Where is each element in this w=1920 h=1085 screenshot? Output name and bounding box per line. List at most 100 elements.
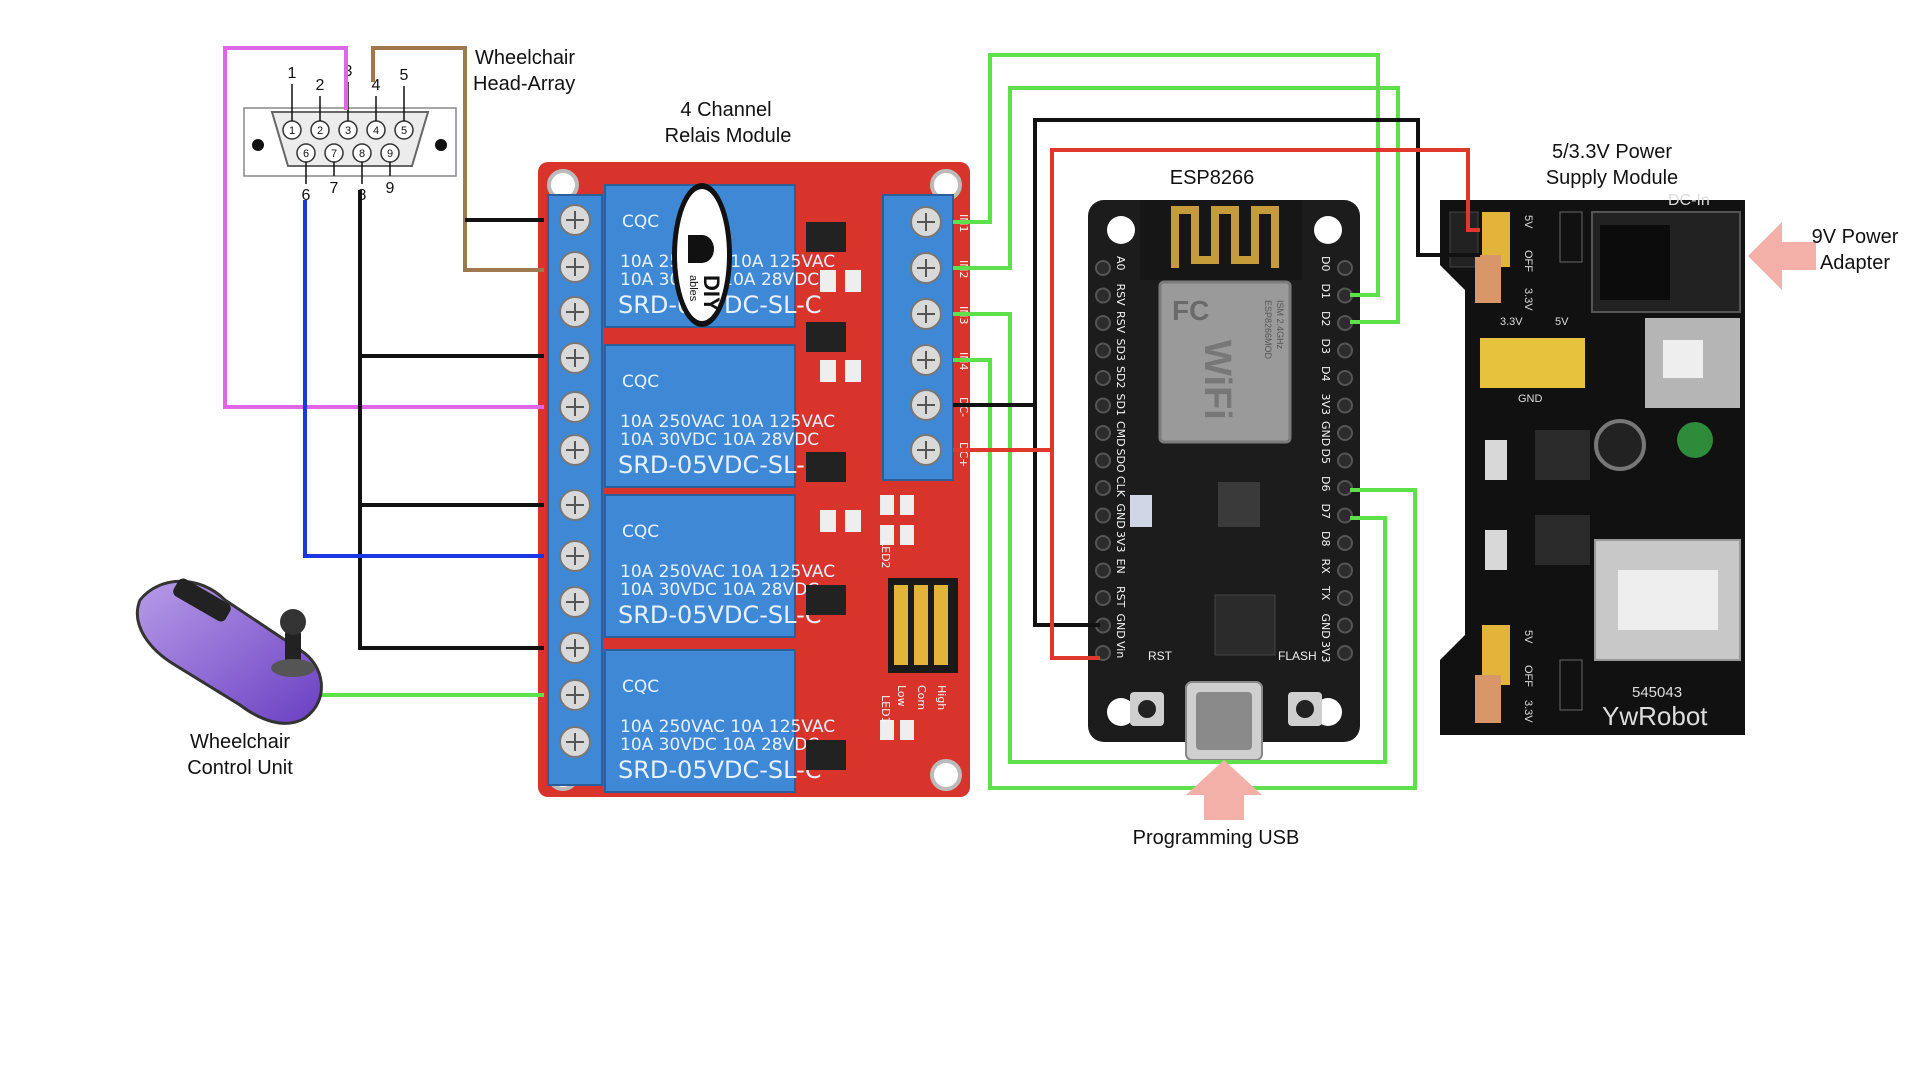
input-terminal-block — [882, 194, 954, 481]
input-screw-terminal — [910, 298, 942, 330]
esp-left-pin-label: Vin — [1114, 641, 1127, 658]
relay-module-label-line2: Relais Module — [665, 125, 792, 147]
relay-rating-1: 10A 250VAC 10A 125VAC — [620, 717, 835, 737]
esp-left-pin-label: GND — [1114, 614, 1127, 639]
relay-rating-2: 10A 30VDC 10A 28VDC — [620, 580, 819, 600]
esp-left-pin — [1095, 425, 1111, 441]
relay-rating-1: 10A 250VAC 10A 125VAC — [620, 412, 835, 432]
joystick-knob[interactable] — [280, 609, 306, 635]
relay-module-label-line1: 4 Channel — [680, 99, 771, 121]
esp-right-pin-label: 3V3 — [1319, 394, 1332, 416]
mount-hole — [1107, 698, 1135, 726]
esp-right-pin — [1337, 507, 1353, 524]
mount-hole — [1314, 216, 1342, 244]
esp-right-pin — [1337, 260, 1353, 276]
screw-terminal — [559, 342, 591, 374]
esp-left-pin — [1095, 315, 1111, 331]
db9-pin-label: 2 — [316, 77, 325, 94]
diyables-logo: DIY ables — [672, 183, 732, 327]
power-led — [1677, 422, 1713, 458]
db9-pin-inner-label: 9 — [387, 148, 393, 160]
module-ism-text: ISM 2.4GHz — [1275, 300, 1285, 350]
board-code: 545043 — [1632, 684, 1682, 701]
esp-right-pin-label: D4 — [1319, 366, 1332, 381]
rail-5v-label-bottom: 5V — [1522, 630, 1534, 644]
relay-cert: CQC — [622, 522, 659, 542]
esp-right-pin-label: D5 — [1319, 449, 1332, 464]
relay-rating-2: 10A 30VDC 10A 28VDC — [620, 430, 819, 450]
esp-right-pin — [1337, 370, 1353, 386]
jumper-bottom[interactable] — [1475, 675, 1501, 723]
esp-left-pin-label: SD3 — [1114, 339, 1127, 361]
db9-pin-inner-label: 5 — [401, 125, 407, 137]
esp-left-pin-label: RSV — [1114, 284, 1127, 307]
esp-left-pin-label: SD2 — [1114, 366, 1127, 388]
esp-right-pin — [1337, 562, 1353, 579]
esp-right-pin-label: RX — [1319, 559, 1332, 575]
joystick-shaft[interactable] — [285, 630, 301, 666]
usb-label: Programming USB — [1133, 827, 1300, 849]
esp-right-pin-label: D1 — [1319, 284, 1332, 299]
power-supply-module: DC-In 5V OFF 3.3V 3.3V 5V GND 5V OFF 3.3… — [1440, 192, 1745, 735]
esp-right-pin-label: GND — [1319, 614, 1332, 639]
esp-left-pin-label: RST — [1114, 586, 1127, 608]
wifi-logo: WiFi — [1196, 340, 1238, 420]
screw-terminal — [559, 434, 591, 466]
rail-5v-label: 5V — [1522, 215, 1534, 229]
input-screw-terminal — [910, 252, 942, 284]
power-adapter-label-line2: Adapter — [1820, 252, 1890, 274]
esp-left-pin-label: 3V3 — [1114, 531, 1127, 553]
esp-left-pin — [1095, 562, 1111, 579]
wire-green-in2 — [953, 86, 1400, 324]
screw-terminal — [559, 251, 591, 283]
input-pin-label: DC+ — [957, 442, 970, 467]
esp-module-shield — [1158, 280, 1292, 444]
wire-blue — [303, 200, 544, 558]
jumper-top[interactable] — [1475, 255, 1501, 303]
input-screw-terminal — [910, 206, 942, 238]
mount-hole — [1107, 216, 1135, 244]
head-array-label-line2: Head-Array — [473, 73, 575, 95]
esp-right-pin — [1337, 617, 1353, 634]
esp-left-pin-label: GND — [1114, 504, 1127, 529]
led-label: LED2 — [879, 540, 892, 569]
esp-right-pin-label: D2 — [1319, 311, 1332, 326]
esp-left-pin-label: CMD — [1114, 421, 1127, 447]
control-unit-label-line1: Wheelchair — [190, 731, 290, 753]
db9-pin-label: 6 — [302, 187, 311, 204]
esp-right-pin-label: D8 — [1319, 531, 1332, 546]
relay-model: SRD-05VDC-SL-C — [618, 451, 822, 479]
esp-left-pin-label: RSV — [1114, 311, 1127, 334]
jumper-label-com: Com — [915, 685, 928, 710]
db9-pin-label: 1 — [288, 65, 297, 82]
esp-left-pin — [1095, 370, 1111, 386]
esp-right-pin-label: D7 — [1319, 504, 1332, 519]
input-pin-label: DC- — [957, 397, 970, 417]
db9-pin-inner-label: 6 — [303, 148, 309, 160]
screw-terminal — [559, 391, 591, 423]
rail-off-label-bottom: OFF — [1522, 665, 1534, 687]
esp-left-pin — [1095, 535, 1111, 551]
esp-left-pin — [1095, 342, 1111, 359]
logo-ables-text: ables — [687, 275, 699, 302]
esp-right-pin-label: D6 — [1319, 476, 1332, 491]
wire-black-gnd — [1033, 118, 1480, 405]
power-adapter-arrow — [1748, 222, 1816, 290]
esp8266-board: WiFi FC ESP8266MOD ISM 2.4GHz A0RSVRSVSD… — [1088, 200, 1360, 761]
db9-pin-inner-label: 1 — [289, 125, 295, 137]
esp-left-pin-label: EN — [1114, 559, 1127, 574]
esp-left-pin — [1095, 397, 1111, 414]
screw-terminal — [559, 679, 591, 711]
wire-green-in3 — [953, 312, 1387, 764]
esp-right-pin-label: 3V3 — [1319, 641, 1332, 663]
esp-left-pin-label: SDO — [1114, 449, 1127, 473]
dc-in-label: DC-In — [1668, 192, 1710, 209]
db9-pin-inner-label: 7 — [331, 148, 337, 160]
head-array-label-line1: Wheelchair — [475, 47, 575, 69]
capacitor — [1130, 495, 1152, 527]
esp-right-pin — [1337, 397, 1353, 414]
